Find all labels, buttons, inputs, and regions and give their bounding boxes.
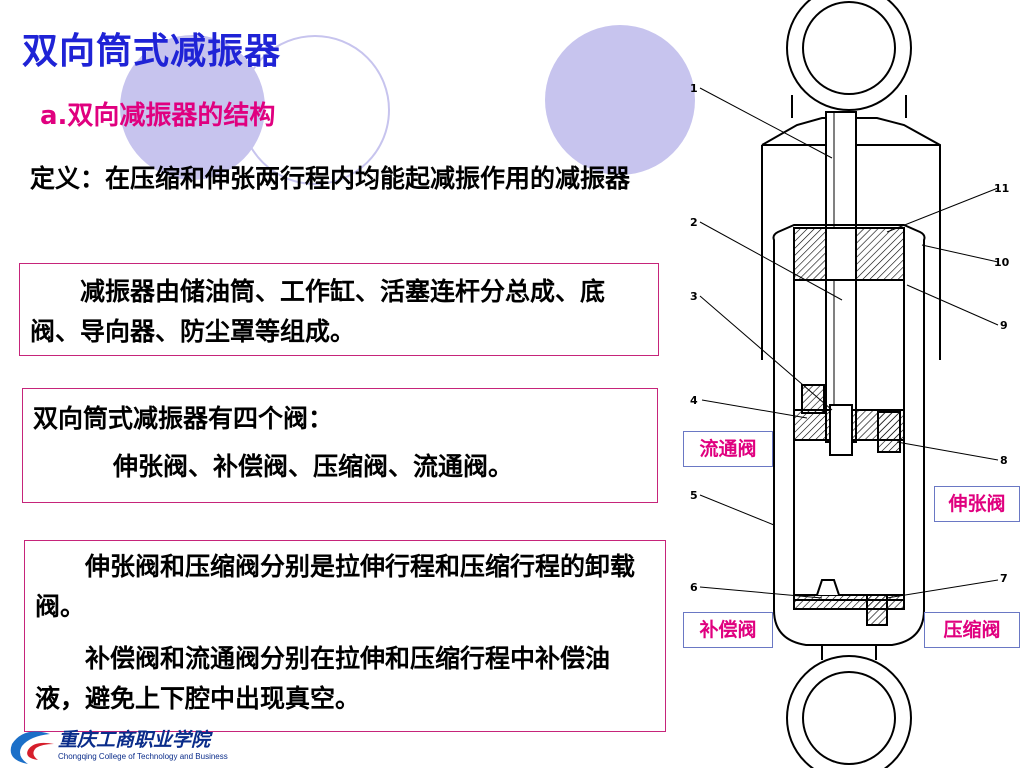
valve-function-para1: 伸张阀和压缩阀分别是拉伸行程和压缩行程的卸载阀。: [35, 552, 636, 621]
part-number-2: 2: [690, 216, 698, 229]
compression-valve: [866, 594, 888, 626]
valves-heading: 双向筒式减振器有四个阀：: [33, 404, 334, 433]
components-box: 减振器由储油筒、工作缸、活塞连杆分总成、底阀、导向器、防尘罩等组成。: [19, 263, 659, 356]
compression-valve-label: 压缩阀: [924, 612, 1020, 648]
college-logo-icon: [10, 731, 54, 764]
compensation-valve: [816, 579, 840, 596]
valves-box: 双向筒式减振器有四个阀： 伸张阀、补偿阀、压缩阀、流通阀。: [22, 388, 658, 503]
decor-circle-outline: [240, 35, 390, 185]
flow-valve-label: 流通阀: [683, 431, 773, 467]
valves-list: 伸张阀、补偿阀、压缩阀、流通阀。: [113, 452, 514, 481]
reservoir-tube: [772, 224, 926, 646]
part-number-6: 6: [690, 581, 698, 594]
slide-subtitle: a.双向减振器的结构: [40, 101, 276, 131]
part-number-4: 4: [690, 394, 698, 407]
part-number-8: 8: [1000, 454, 1008, 467]
bottom-eye-inner: [802, 671, 896, 765]
compensation-valve-label: 补偿阀: [683, 612, 773, 648]
part-number-5: 5: [690, 489, 698, 502]
flow-valve: [877, 411, 901, 453]
shock-absorber-diagram: 1 2 3 4 5 6 7 8 9 10 11: [690, 0, 1010, 768]
part-number-11: 11: [994, 182, 1009, 195]
rebound-valve-spring: [801, 384, 825, 414]
slide-title: 双向筒式减振器: [22, 31, 282, 72]
valve-function-box: 伸张阀和压缩阀分别是拉伸行程和压缩行程的卸载阀。 补偿阀和流通阀分别在拉伸和压缩…: [24, 540, 666, 732]
bottom-eye-outer: [786, 655, 912, 768]
part-number-3: 3: [690, 290, 698, 303]
valve-function-para2: 补偿阀和流通阀分别在拉伸和压缩行程中补偿油液，避免上下腔中出现真空。: [35, 644, 611, 713]
top-eye-outer: [786, 0, 912, 111]
components-text: 减振器由储油筒、工作缸、活塞连杆分总成、底阀、导向器、防尘罩等组成。: [30, 277, 606, 346]
decor-circle-filled-right: [545, 25, 695, 175]
part-number-10: 10: [994, 256, 1010, 269]
rebound-valve-label: 伸张阀: [934, 486, 1020, 522]
college-name-cn: 重庆工商职业学院: [58, 729, 211, 751]
part-number-9: 9: [1000, 319, 1008, 332]
part-number-7: 7: [1000, 572, 1008, 585]
top-eye-inner: [802, 1, 896, 95]
definition-text: 定义：在压缩和伸张两行程内均能起减振作用的减振器: [30, 164, 631, 193]
college-name-en: Chongqing College of Technology and Busi…: [58, 752, 228, 761]
part-number-1: 1: [690, 82, 698, 95]
